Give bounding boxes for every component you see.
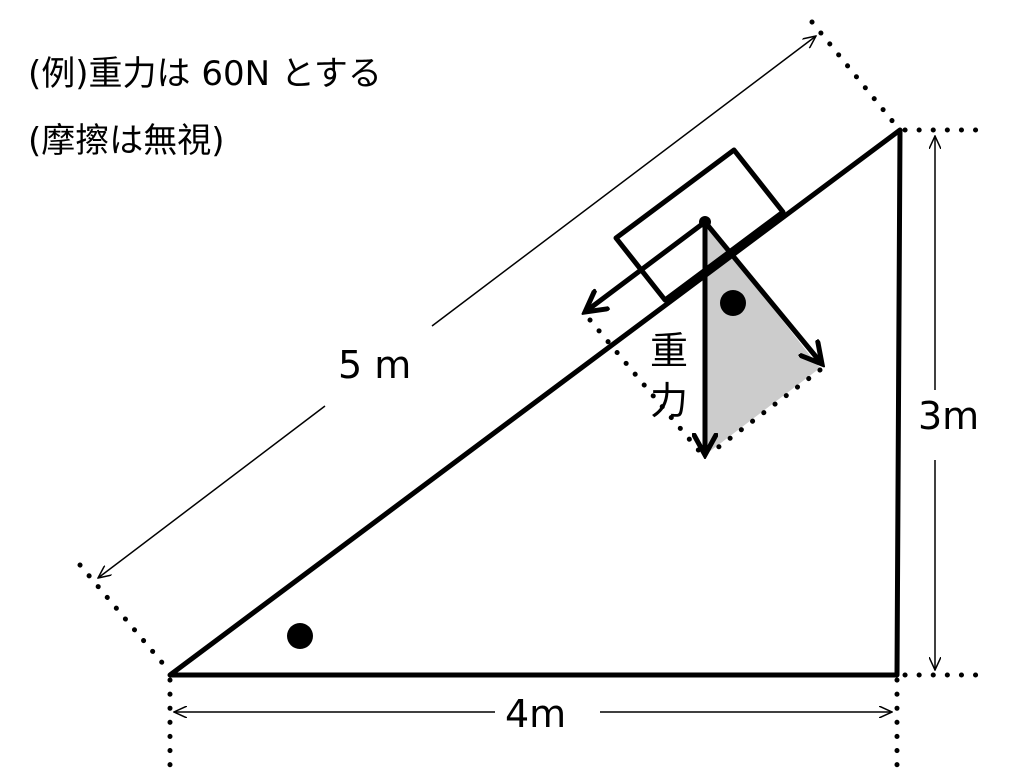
angle-mark-base: [287, 623, 313, 649]
dim-5m-upper: [431, 36, 816, 327]
base-label: 4m: [505, 692, 567, 736]
normal-component-arrow: [703, 220, 822, 364]
slope-triangle: [167, 127, 903, 678]
block: [613, 147, 786, 303]
height-label: 3m: [918, 394, 980, 438]
gravity-label-1: 重: [650, 329, 689, 373]
angle-mark-block: [720, 290, 746, 316]
dim-5m-lower: [98, 405, 326, 578]
given-gravity-note: (例)重力は 60N とする: [28, 54, 382, 94]
hypotenuse-label: 5 m: [338, 343, 412, 387]
friction-note: (摩擦は無視): [28, 121, 225, 161]
slope-component-arrow: [585, 220, 707, 312]
gravity-component-shade: [705, 222, 820, 455]
pivot-dot: [699, 216, 711, 228]
dotted-guides: [77, 19, 991, 768]
gravity-label-2: 力: [650, 379, 689, 423]
